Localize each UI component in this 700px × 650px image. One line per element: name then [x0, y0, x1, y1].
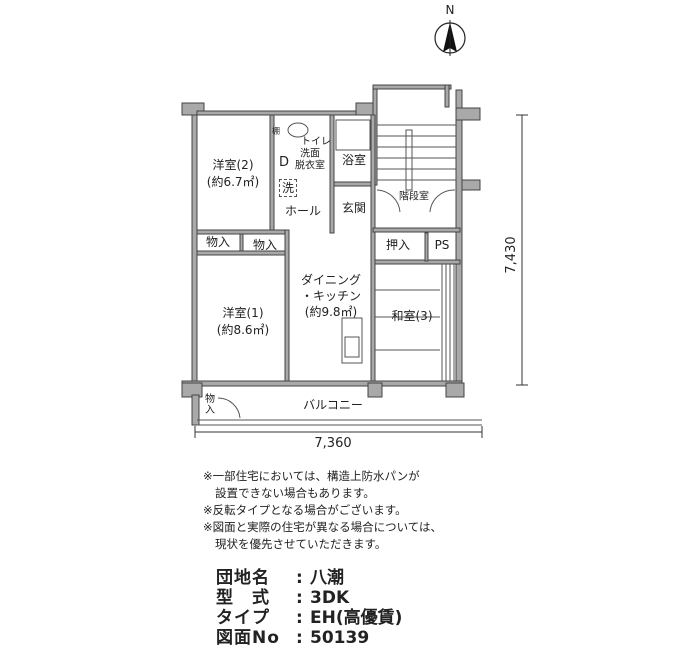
- bath-label: 浴室: [341, 153, 367, 167]
- dk-area: (約9.8㎡): [304, 305, 358, 319]
- shelf-label: 棚: [272, 126, 280, 136]
- stairs: [377, 124, 456, 181]
- closet-mid-label: 物入: [252, 238, 278, 252]
- dimension-lines: [194, 114, 528, 438]
- note-1-line-2: 設置できない場合もあります。: [215, 486, 375, 500]
- property-info: 団地名:八潮 型 式:3DK タイプ:EH(高優賃) 図面No:50139: [216, 568, 403, 648]
- notes: ※一部住宅においては、構造上防水パンが 設置できない場合もあります。 ※反転タイ…: [203, 468, 442, 553]
- dk-label-2: ・キッチン: [300, 289, 362, 303]
- toilet-label: トイレ: [301, 136, 331, 148]
- dk-label-1: ダイニング: [300, 273, 362, 287]
- info-key-model: 型 式: [216, 588, 270, 608]
- info-key-drawing-no: 図面No: [216, 628, 280, 648]
- info-value-model: 3DK: [310, 588, 350, 608]
- washroom-label-2: 脱衣室: [295, 160, 325, 172]
- hall-label: ホール: [284, 204, 322, 218]
- balcony-label: バルコニー: [303, 398, 363, 412]
- width-dimension: 7,360: [314, 436, 352, 451]
- washroom-label-1: 洗面: [300, 148, 320, 160]
- stair-handrail: [405, 129, 413, 191]
- dryer-label: D: [278, 155, 290, 170]
- info-key-estate: 団地名: [216, 568, 270, 588]
- room-western2-area: (約6.7㎡): [206, 175, 260, 189]
- info-value-type: EH(高優賃): [310, 608, 403, 628]
- room-western1-name: 洋室(1): [222, 306, 264, 320]
- entrance-label: 玄関: [341, 201, 367, 215]
- note-3-line-2: 現状を優先させていただきます。: [215, 537, 387, 551]
- toilet-icon: [287, 122, 309, 138]
- walls: [181, 84, 481, 426]
- washer-label: 洗: [278, 179, 298, 197]
- room-western1-area: (約8.6㎡): [216, 323, 270, 337]
- north-label: N: [445, 3, 455, 17]
- tatami-lines: [375, 264, 455, 381]
- note-2: ※反転タイプとなる場合がございます。: [203, 503, 407, 517]
- closet-small-label: 物入: [205, 235, 231, 249]
- kitchen-counter: [341, 317, 363, 364]
- note-1-line-1: ※一部住宅においては、構造上防水パンが: [203, 469, 420, 483]
- oshiire-label: 押入: [385, 238, 411, 252]
- stairs-label: 階段室: [399, 191, 429, 203]
- balcony-closet-label: 物入: [205, 394, 215, 416]
- bathtub: [335, 119, 371, 151]
- japanese3-label: 和室(3): [391, 309, 433, 323]
- note-3-line-1: ※図面と実際の住宅が異なる場合については、: [203, 520, 443, 534]
- north-arrow-icon: [434, 20, 466, 56]
- info-value-estate: 八潮: [310, 568, 344, 588]
- door-swing: [217, 397, 241, 419]
- room-western2-name: 洋室(2): [212, 158, 254, 172]
- ps-label: PS: [434, 238, 450, 252]
- depth-dimension: 7,430: [504, 236, 519, 274]
- info-value-drawing-no: 50139: [310, 628, 370, 648]
- info-key-type: タイプ: [216, 608, 270, 628]
